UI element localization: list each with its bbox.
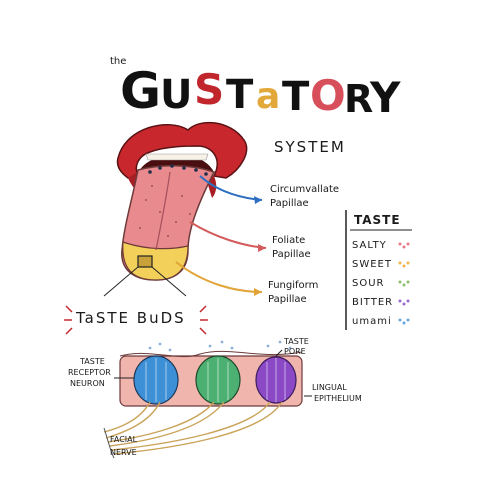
arrow-foliate	[189, 221, 267, 249]
pore-dots	[148, 340, 292, 352]
taste-item-dot	[402, 302, 406, 306]
taste-item-dot	[406, 242, 410, 246]
title-letter: Y	[369, 73, 401, 122]
arrow-fungiform	[175, 261, 263, 293]
label-receptor-1: TASTE	[79, 357, 105, 366]
pore-pointer	[275, 349, 283, 357]
label-lingual-2: EPITHELIUM	[314, 394, 362, 403]
taste-item-label: SOUR	[352, 278, 385, 289]
taste-item-dot	[398, 280, 402, 284]
circumvallate-dots	[148, 164, 208, 176]
label-foliate-2: Papillae	[272, 249, 311, 260]
arrow-fungiform-head	[254, 288, 262, 296]
label-lingual-1: LINGUAL	[312, 383, 347, 392]
label-fungiform-1: Fungiform	[268, 280, 318, 291]
title-letter: T	[226, 72, 254, 118]
taste-item-dot	[398, 242, 402, 246]
label-receptor-3: NEURON	[70, 379, 105, 388]
title-subtitle: SYSTEM	[274, 138, 346, 156]
epithelium-top-edge	[119, 350, 303, 358]
taste-item-dot	[406, 261, 410, 265]
mouth	[103, 121, 248, 297]
taste-item-label: umami	[352, 316, 392, 327]
taste-item-dot	[406, 299, 410, 303]
taste-bud-cross-section	[103, 340, 303, 459]
title-letter: S	[194, 65, 224, 114]
arrow-circumvallate-head	[254, 196, 262, 204]
taste-item-dot	[398, 299, 402, 303]
label-circumvallate-1: Circumvallate	[270, 184, 339, 195]
taste-item-label: BITTER	[352, 297, 393, 308]
taste-item-dot	[398, 318, 402, 322]
title-prefix: the	[110, 56, 126, 67]
label-foliate-1: Foliate	[272, 235, 305, 246]
papillae-labels: Circumvallate Papillae Foliate Papillae …	[268, 184, 339, 305]
title-letter: a	[256, 76, 280, 117]
taste-item-dot	[406, 280, 410, 284]
surface-dots	[139, 185, 191, 237]
taste-list: TASTE SALTY SWEET SOUR BITTER umami	[345, 210, 412, 330]
title-letter: T	[282, 74, 310, 120]
label-taste-pore-2: PORE	[284, 347, 306, 356]
nerve-fibers	[103, 401, 283, 455]
upper-teeth	[145, 153, 209, 161]
tongue-groove	[155, 171, 171, 251]
taste-item-label: SALTY	[352, 240, 387, 251]
label-receptor-2: RECEPTOR	[68, 368, 111, 377]
taste-buds-heading: TaSTE BuDS	[64, 305, 208, 335]
title-letter: O	[310, 71, 346, 120]
taste-item-dot	[402, 245, 406, 249]
taste-item-dot	[402, 321, 406, 325]
arrow-foliate-head	[258, 244, 266, 252]
label-taste-pore-1: TASTE	[283, 337, 309, 346]
neuron-cell-lines	[145, 358, 286, 402]
title-letter: G	[120, 62, 161, 120]
label-fungiform-2: Papillae	[268, 294, 307, 305]
title-letter: U	[160, 72, 192, 118]
taste-bud-callout-lines	[103, 266, 187, 297]
taste-item-dot	[406, 318, 410, 322]
taste-list-header: TASTE	[354, 213, 401, 227]
label-facial-nerve-1: FACIAL	[110, 435, 138, 444]
taste-item-dot	[398, 261, 402, 265]
nerve-outline	[103, 427, 115, 459]
taste-bud-marker	[137, 255, 153, 268]
label-circumvallate-2: Papillae	[270, 198, 309, 209]
title-letter: R	[344, 77, 373, 121]
pointer-arrows	[175, 175, 267, 296]
label-facial-nerve-2: NERVE	[110, 448, 137, 457]
cross-section-labels: TASTE PORE TASTE RECEPTOR NEURON LINGUAL…	[68, 337, 362, 457]
taste-buds-ticks	[64, 305, 208, 335]
taste-item-dot	[402, 264, 406, 268]
taste-item-label: SWEET	[352, 259, 392, 270]
taste-buds-label: TaSTE BuDS	[75, 309, 186, 327]
taste-item-dot	[402, 283, 406, 287]
taste-list-items: SALTY SWEET SOUR BITTER umami	[352, 240, 410, 327]
